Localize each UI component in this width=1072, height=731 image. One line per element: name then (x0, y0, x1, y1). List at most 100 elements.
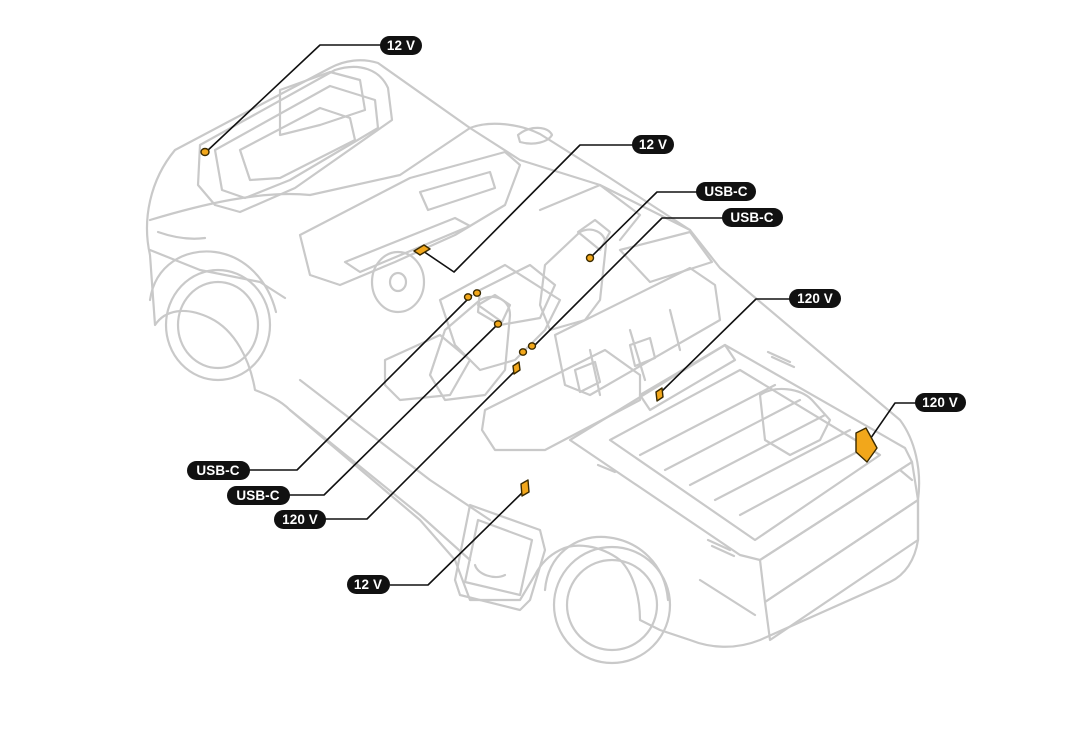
callout-label: 120 V (797, 291, 833, 306)
outlet-frunk-12v (200, 147, 210, 157)
leader-bed-rear-120v (865, 402, 918, 446)
dash-trim (343, 216, 472, 274)
callout-label: 12 V (639, 137, 667, 152)
front-seat-right-headrest (576, 218, 612, 252)
bed-front-wall (638, 343, 737, 412)
outlet-rear-seat-usbc-right (585, 253, 595, 263)
leader-console-usbc-lower (288, 324, 498, 496)
outlet-rear-center-usbc-b (527, 342, 537, 350)
frunk-opening (196, 65, 394, 214)
bed-floor (608, 368, 882, 542)
label-pill (632, 135, 674, 154)
side-mirror (516, 126, 554, 145)
rear-headrest-1 (573, 360, 602, 394)
gear-tunnel-door (453, 503, 547, 612)
callout-label: 12 V (387, 38, 415, 53)
callout-console-120v: 120 V (274, 510, 326, 529)
rear-wheel-arch (543, 535, 670, 602)
bed-rail-vents (596, 350, 796, 558)
callout-bed-rear-120v: 120 V (915, 393, 966, 412)
leader-frunk-12v (205, 44, 382, 153)
outlet-console-usbc-lower (493, 320, 503, 328)
outlet-console-120v (512, 361, 521, 375)
b-pillar (538, 183, 642, 242)
callout-label: USB-C (730, 210, 773, 225)
front-seat-left-cushion (383, 333, 472, 402)
truck-body-outline (145, 59, 921, 648)
callout-bed-front-120v: 120 V (789, 289, 841, 308)
leader-console-usbc-upper (248, 294, 473, 471)
front-seat-right-cushion (476, 263, 557, 327)
outlet-console-usbc-b (472, 289, 482, 297)
callout-gear-tunnel-12v: 12 V (347, 575, 390, 594)
outlet-bed-front-120v (655, 387, 664, 402)
callout-label: USB-C (704, 184, 747, 199)
leader-console-120v (324, 369, 517, 520)
front-bumper (148, 248, 287, 300)
leader-gear-tunnel-12v (390, 489, 526, 586)
callout-frunk-12v: 12 V (380, 36, 422, 55)
hood-line (148, 126, 472, 222)
callout-label: 120 V (922, 395, 958, 410)
callout-rear-seat-usbc-right: USB-C (696, 182, 756, 201)
rear-wheel-hub (565, 558, 659, 652)
rear-headrest-2 (628, 336, 657, 368)
outlet-markers (200, 147, 878, 497)
rocker-panel (288, 408, 472, 562)
callout-dash-12v: 12 V (632, 135, 674, 154)
label-pill (347, 575, 390, 594)
outlet-gear-tunnel-12v (520, 479, 530, 497)
steering-wheel (370, 250, 426, 314)
rear-bumper (763, 498, 920, 642)
label-pill (722, 208, 783, 227)
front-seat-left (428, 295, 512, 402)
rear-seat-back (553, 266, 722, 397)
dashboard (298, 150, 522, 287)
callout-labels: 12 V 12 V USB-C USB-C 120 V 120 V USB-C (187, 36, 966, 594)
label-pill (915, 393, 966, 412)
callout-label: USB-C (236, 488, 279, 503)
rear-seat-divide (588, 308, 682, 397)
rear-window (618, 230, 714, 284)
roof-rail (468, 126, 692, 232)
leader-lines (205, 44, 918, 586)
frunk-inner (213, 84, 380, 200)
outlet-bed-rear-120v (855, 427, 878, 463)
label-pill (696, 182, 756, 201)
front-seat-right (538, 228, 608, 332)
callout-rear-seat-usbc-center: USB-C (722, 208, 783, 227)
bed-wheel-well (758, 387, 832, 457)
outlet-rear-center-usbc-a (518, 348, 528, 356)
leader-bed-front-120v (659, 298, 792, 394)
outlet-dash-12v (413, 244, 431, 256)
outlet-console-usbc-a (463, 293, 473, 301)
callout-label: 120 V (282, 512, 318, 527)
label-pill (227, 486, 290, 505)
callout-label: USB-C (196, 463, 239, 478)
front-wheel-hub (176, 280, 260, 370)
label-pill (789, 289, 841, 308)
frunk-floor (238, 106, 357, 182)
bed-slats (638, 383, 872, 517)
label-pill (187, 461, 250, 480)
leader-dash-12v (422, 144, 636, 273)
callout-console-usbc-upper: USB-C (187, 461, 250, 480)
rear-lights (698, 468, 914, 617)
gear-tunnel-handle (473, 563, 507, 579)
callout-console-usbc-lower: USB-C (227, 486, 290, 505)
leader-rear-seat-usbc-center (532, 217, 724, 348)
callout-label: 12 V (354, 577, 382, 592)
label-pill (274, 510, 326, 529)
truck-illustration (145, 59, 921, 665)
headlight (156, 230, 207, 240)
dash-screen (418, 170, 497, 212)
rear-wheel (552, 545, 672, 665)
front-wheel (164, 268, 272, 382)
leader-rear-seat-usbc-right (590, 191, 698, 258)
front-seat-left-headrest (476, 293, 512, 324)
label-pill (380, 36, 422, 55)
gear-tunnel-door-inner (463, 518, 534, 597)
frunk-lid (278, 70, 367, 137)
steering-hub (388, 271, 408, 293)
